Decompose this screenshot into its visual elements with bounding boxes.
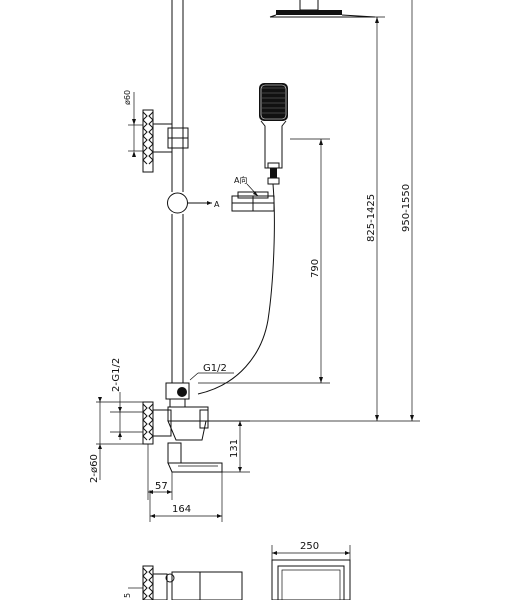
g12-label: G1/2: [203, 363, 227, 374]
dim-57-label: 57: [155, 481, 168, 492]
diameter-label-2-60: 2-ø60: [89, 454, 100, 483]
dim-825-1425-lines: [210, 16, 420, 422]
slide-ring: [167, 192, 212, 214]
dim-bottom-partial-label: 5: [123, 593, 132, 598]
dim-131-label: 131: [229, 439, 240, 458]
dim-250-label: 250: [300, 541, 319, 552]
dim-950-1550-lines: [410, 0, 414, 421]
left-pipe-dimension-lines: [96, 392, 143, 480]
hand-shower-holder: [231, 183, 275, 212]
dim-790-label: 790: [310, 259, 321, 278]
diverter-block: [165, 382, 190, 408]
dim-57-lines: [147, 444, 173, 500]
tub-spout: [167, 442, 223, 473]
thread-label-2-g12: 2-G1/2: [111, 358, 122, 392]
diameter-label-top: ø60: [123, 90, 132, 105]
dim-950-1550-label: 950-1550: [401, 184, 412, 232]
marker-a-label: A: [214, 200, 220, 209]
dim-164-label: 164: [172, 504, 191, 515]
bottom-side-view: [128, 565, 243, 600]
view-a-label: A向: [234, 175, 247, 185]
dim-164-lines: [149, 472, 223, 522]
riser-pipe: [171, 0, 184, 383]
hand-shower: [259, 83, 288, 185]
dim-825-1425-label: 825-1425: [366, 194, 377, 242]
dim-790-lines: [198, 138, 330, 384]
rain-shower-head: [269, 0, 376, 18]
upper-wall-bracket: [128, 92, 189, 173]
shower-hose: [197, 183, 275, 395]
bottom-top-view: [271, 545, 351, 600]
mixer-valve: [142, 401, 210, 445]
